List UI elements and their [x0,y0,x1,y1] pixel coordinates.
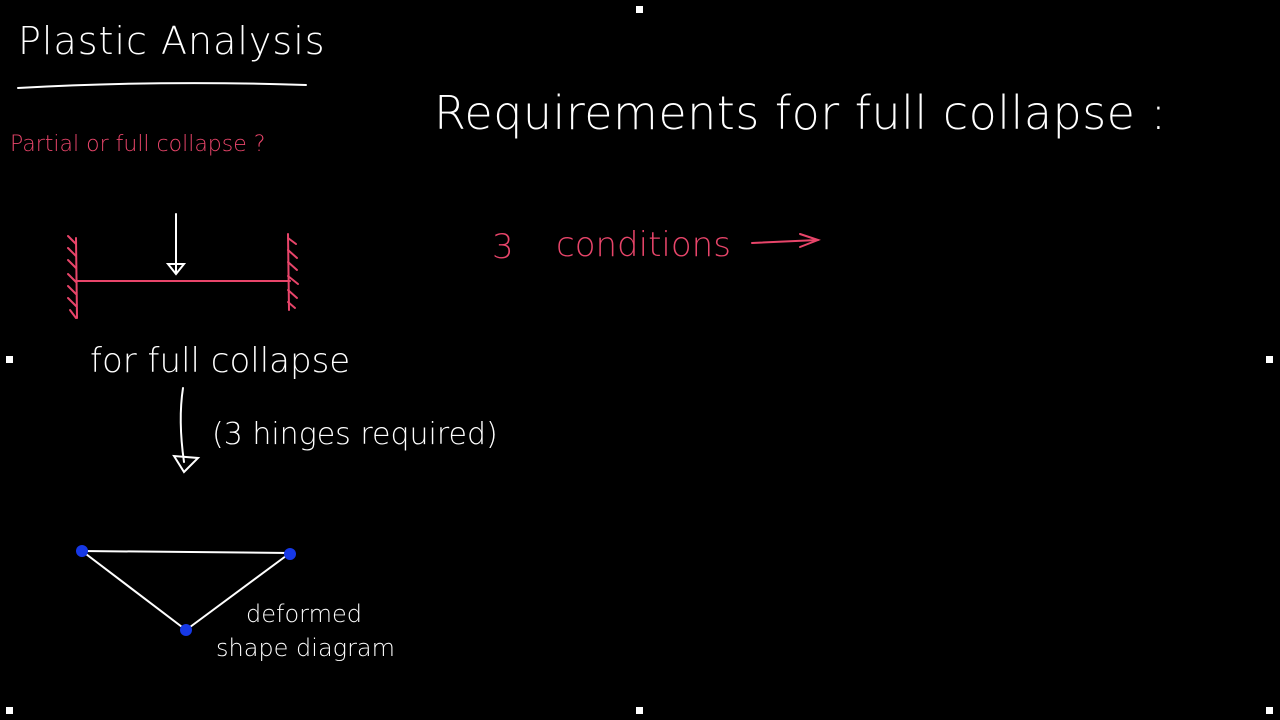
deformed-caption-line2: shape diagram [216,634,396,662]
resize-handle-icon[interactable] [6,356,13,363]
load-arrow-icon [165,213,187,276]
deformed-caption-line1: deformed [246,600,362,628]
plastic-hinge-icon [180,624,192,636]
deformed-shape-diagram [81,550,291,631]
plastic-hinge-icon [76,545,88,557]
left-support-wall [75,237,78,319]
right-arrow-icon [751,233,821,248]
hinges-note: (3 hinges required) [212,417,498,452]
beam-diagram [67,233,299,319]
plastic-hinges [76,545,296,636]
resize-handle-icon[interactable] [6,707,13,714]
conditions-label: conditions [556,225,731,265]
title-underline [17,82,307,89]
board-title: Plastic Analysis [18,19,326,63]
resize-handle-icon[interactable] [636,6,643,13]
full-collapse-label: for full collapse [90,341,351,381]
resize-handle-icon[interactable] [1266,707,1273,714]
resize-handle-icon[interactable] [636,707,643,714]
collapse-question: Partial or full collapse ? [10,132,266,157]
resize-handle-icon[interactable] [1266,356,1273,363]
requirements-heading: Requirements for full collapse : [434,86,1167,140]
plastic-hinge-icon [284,548,296,560]
right-support-wall [287,233,290,311]
down-arrow-icon [172,387,201,474]
fixed-support-icon [67,235,77,319]
fixed-support-icon [287,237,299,309]
conditions-count: 3 [492,227,514,267]
